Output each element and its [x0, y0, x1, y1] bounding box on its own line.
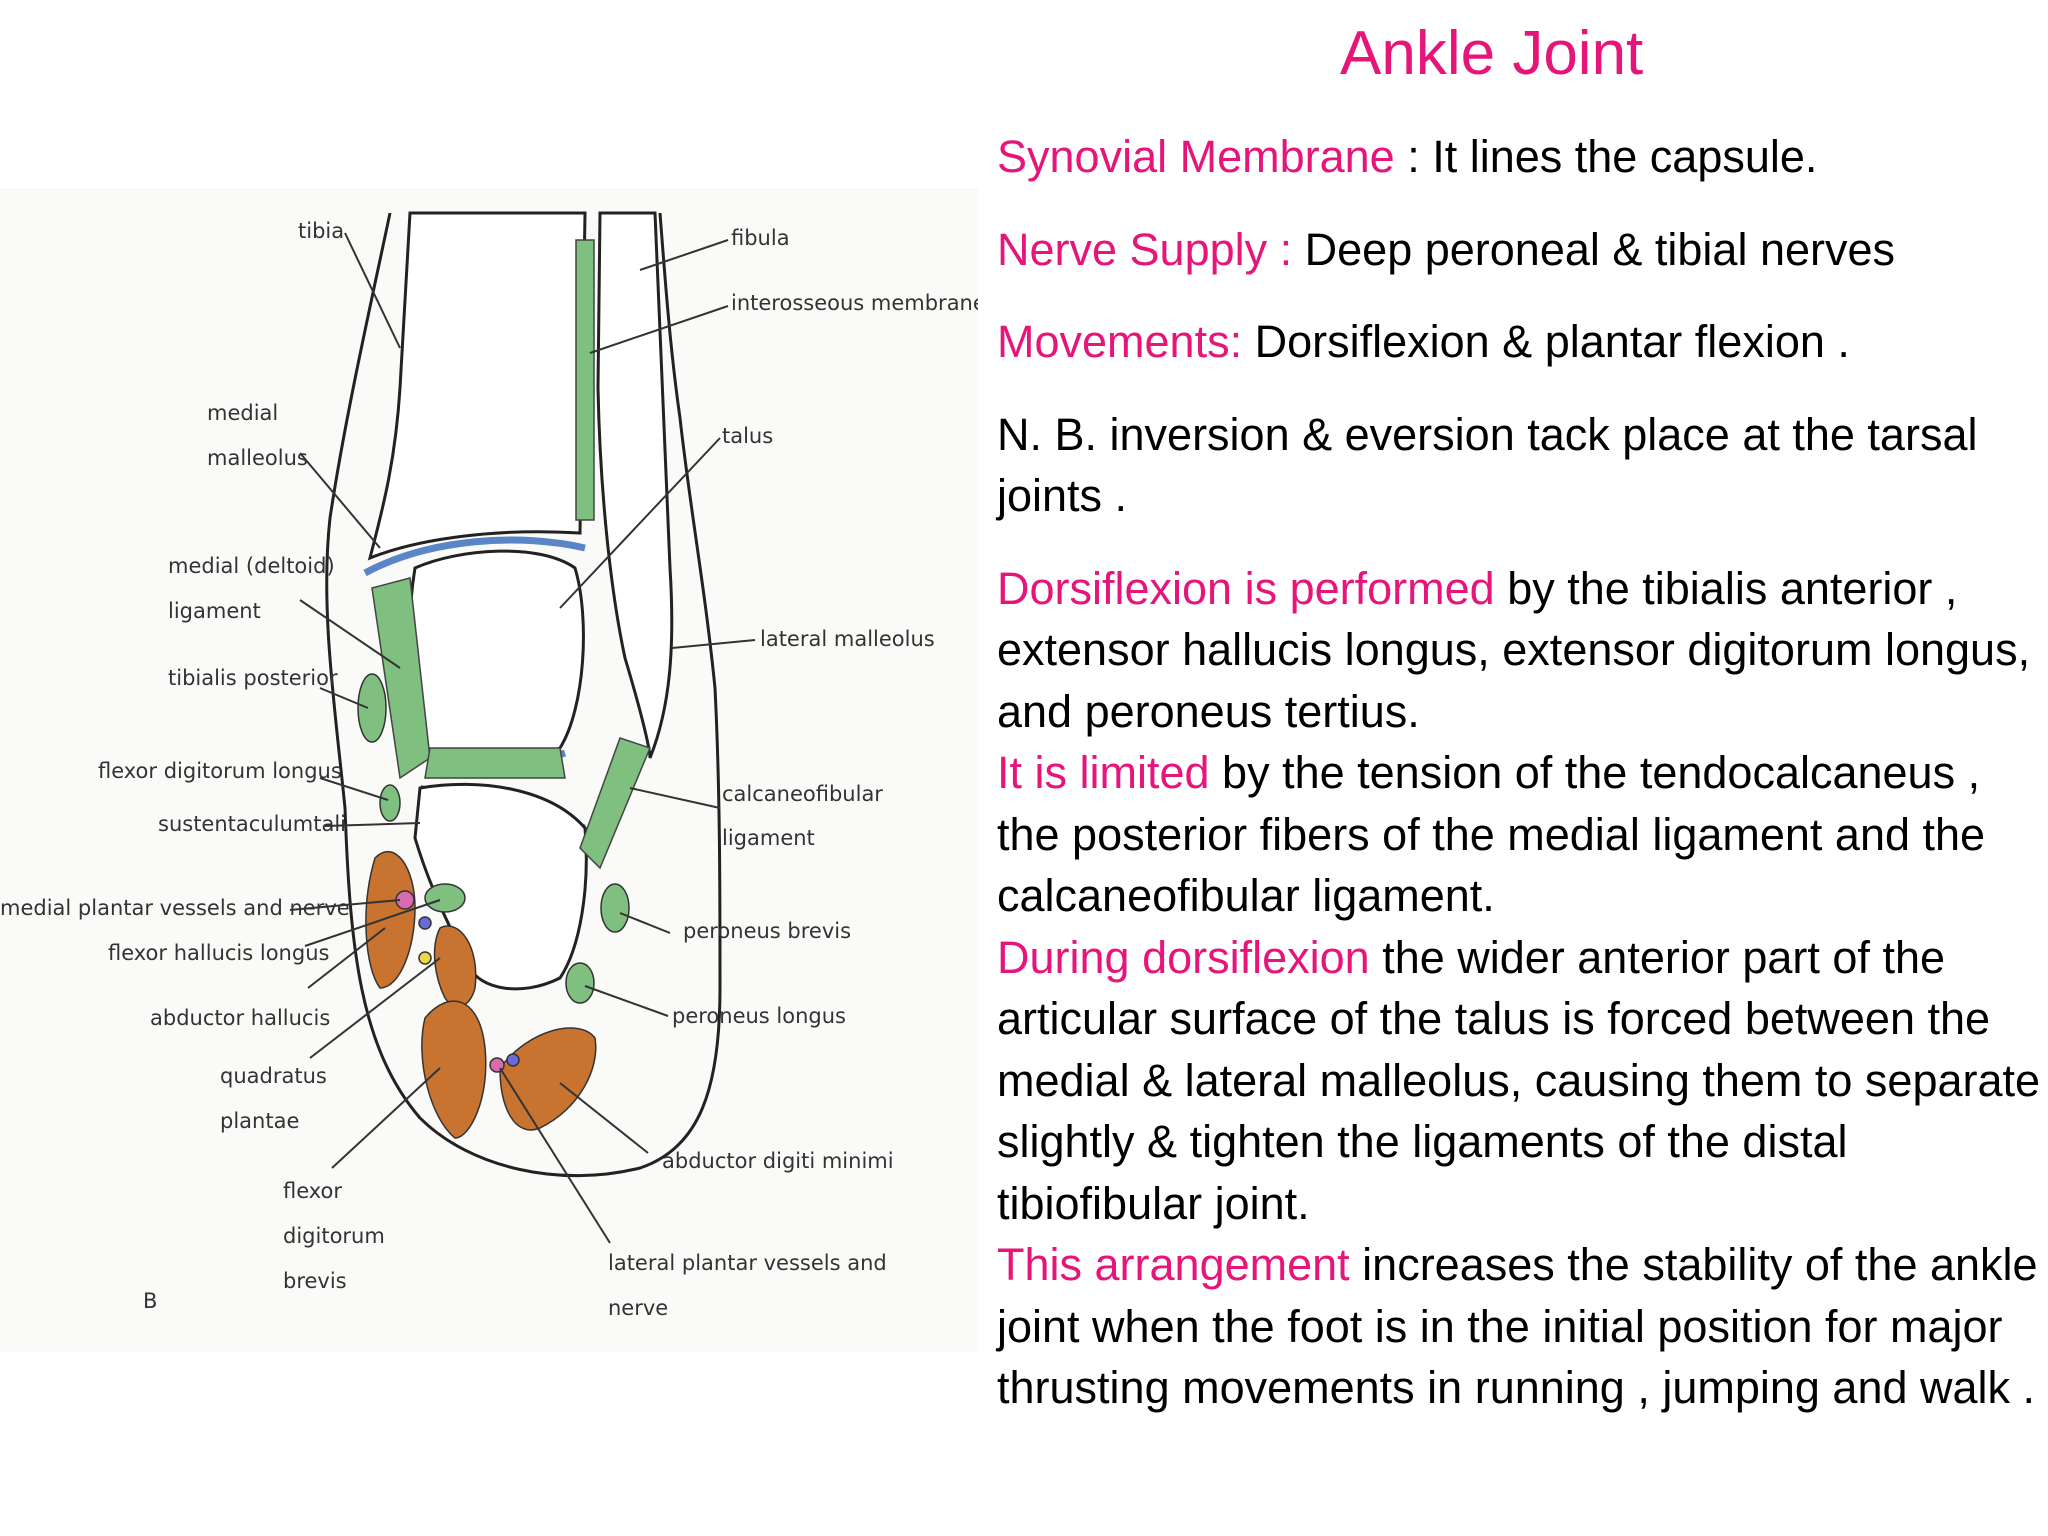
label-abductor-digiti-minimi: abductor digiti minimi — [662, 1149, 894, 1173]
label-fdb-1: flexor — [283, 1179, 342, 1203]
label-sustentaculum-tali: sustentaculumtali — [158, 812, 346, 836]
tibia-bone — [367, 211, 587, 561]
label-fdb-2: digitorum — [283, 1224, 385, 1248]
label-medial-malleolus-2: malleolus — [207, 446, 308, 470]
label-talus: talus — [722, 424, 773, 448]
label-peroneus-brevis: peroneus brevis — [683, 919, 851, 943]
abductor-hallucis-muscle — [365, 851, 416, 989]
label-fibula: fibula — [731, 226, 790, 250]
label-tibialis-posterior: tibialis posterior — [168, 666, 338, 690]
label-flexor-digitorum-longus: flexor digitorum longus — [98, 759, 342, 783]
talocalcaneal-ligament — [424, 747, 566, 779]
yellow-nerve — [418, 951, 432, 965]
flexor-hallucis-longus-tendon — [424, 883, 466, 913]
slide-title: Ankle Joint — [1340, 19, 1644, 88]
foot-outline — [325, 212, 722, 1178]
label-panel-b: B — [143, 1289, 157, 1313]
para-dorsiflexion-performed: Dorsiflexion is performed by the tibiali… — [997, 562, 2031, 737]
label-medial-plantar-vessels: medial plantar vessels and nerve — [0, 896, 350, 920]
label-quadratus-1: quadratus — [220, 1064, 327, 1088]
para-synovial: Synovial Membrane : It lines the capsule… — [997, 131, 1818, 182]
para-arrangement: This arrangement increases the stability… — [997, 1239, 2038, 1413]
lateral-plantar-nerve — [506, 1053, 520, 1067]
label-interosseous-membrane: interosseous membrane — [731, 291, 978, 315]
ankle-cross-section-figure: tibia fibula interosseous membrane media… — [0, 188, 978, 1352]
interosseous-membrane — [575, 239, 595, 521]
label-tibia: tibia — [298, 219, 344, 243]
label-flexor-hallucis-longus: flexor hallucis longus — [108, 941, 329, 965]
abductor-digiti-minimi-muscle — [499, 1027, 597, 1131]
fibula-bone — [596, 211, 674, 759]
label-fdb-3: brevis — [283, 1269, 347, 1293]
label-medial-malleolus-1: medial — [207, 401, 278, 425]
flexor-digitorum-brevis-muscle — [421, 1000, 487, 1139]
label-lateral-malleolus: lateral malleolus — [760, 627, 935, 651]
label-deltoid-2: ligament — [168, 599, 261, 623]
label-lateral-plantar-2: nerve — [608, 1296, 668, 1320]
peroneus-brevis-tendon — [600, 883, 630, 933]
label-calcaneofibular-2: ligament — [722, 826, 815, 850]
label-quadratus-2: plantae — [220, 1109, 299, 1133]
label-calcaneofibular-1: calcaneofibular — [722, 782, 883, 806]
label-lateral-plantar-1: lateral plantar vessels and — [608, 1251, 887, 1275]
talus-bone — [408, 549, 585, 759]
label-deltoid-1: medial (deltoid) — [168, 554, 335, 578]
calcaneofibular-ligament — [579, 737, 652, 870]
para-during-dorsiflexion: During dorsiflexion the wider anterior p… — [997, 931, 2041, 1229]
para-movements: Movements: Dorsiflexion & plantar flexio… — [997, 316, 1850, 367]
para-nb: N. B. inversion & eversion tack place at… — [997, 408, 1978, 522]
text-column: Synovial Membrane : It lines the capsule… — [997, 126, 2042, 1419]
para-nerve-supply: Nerve Supply : Deep peroneal & tibial ne… — [997, 223, 1896, 275]
label-peroneus-longus: peroneus longus — [672, 1004, 846, 1028]
para-limited: It is limited by the tension of the tend… — [997, 747, 1986, 921]
leader-lines — [289, 232, 756, 1244]
flexor-digitorum-longus-tendon — [379, 784, 401, 822]
label-abductor-hallucis: abductor hallucis — [150, 1006, 330, 1030]
medial-plantar-nerve — [418, 916, 432, 930]
tibialis-posterior-tendon — [357, 673, 387, 743]
peroneus-longus-tendon — [565, 962, 595, 1004]
ankle-diagram: tibia fibula interosseous membrane media… — [0, 211, 978, 1320]
